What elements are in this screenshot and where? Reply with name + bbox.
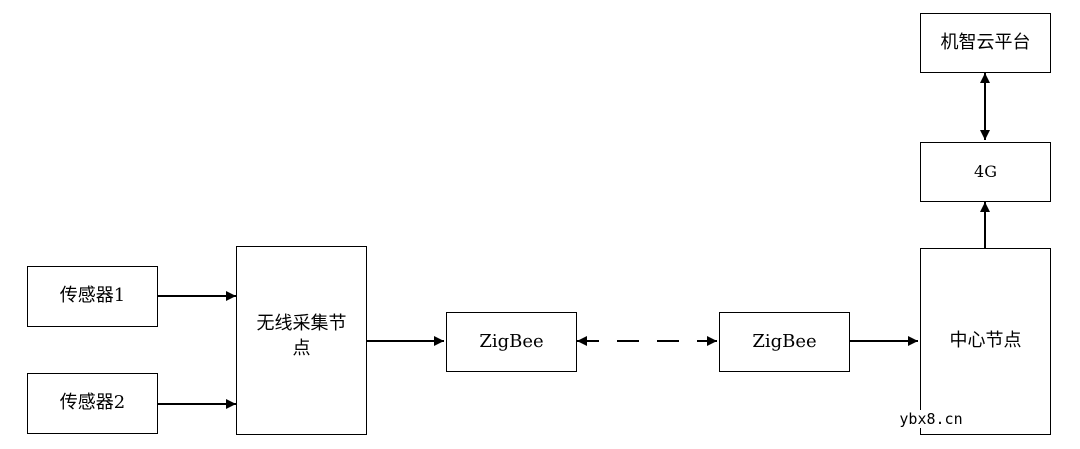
collector-label-line2: 点 — [292, 337, 311, 359]
center-node-box: 中心节点 — [920, 248, 1051, 435]
zigbee-right-label: ZigBee — [752, 330, 817, 352]
zigbee-left-box: ZigBee — [446, 312, 577, 372]
sensor2-label: 传感器2 — [59, 392, 126, 414]
sensor1-box: 传感器1 — [27, 266, 158, 327]
sensor1-label: 传感器1 — [59, 285, 126, 307]
cloud-platform-box: 机智云平台 — [920, 13, 1051, 73]
center-node-label: 中心节点 — [949, 330, 1022, 352]
4g-label: 4G — [974, 162, 997, 182]
collector-node-box: 无线采集节 点 — [236, 246, 367, 435]
watermark-text: ybx8.cn — [876, 410, 986, 428]
collector-label-line1: 无线采集节 — [256, 313, 347, 335]
4g-box: 4G — [920, 142, 1051, 202]
sensor2-box: 传感器2 — [27, 373, 158, 434]
zigbee-right-box: ZigBee — [719, 312, 850, 372]
zigbee-left-label: ZigBee — [479, 330, 544, 352]
cloud-platform-label: 机智云平台 — [940, 31, 1031, 53]
